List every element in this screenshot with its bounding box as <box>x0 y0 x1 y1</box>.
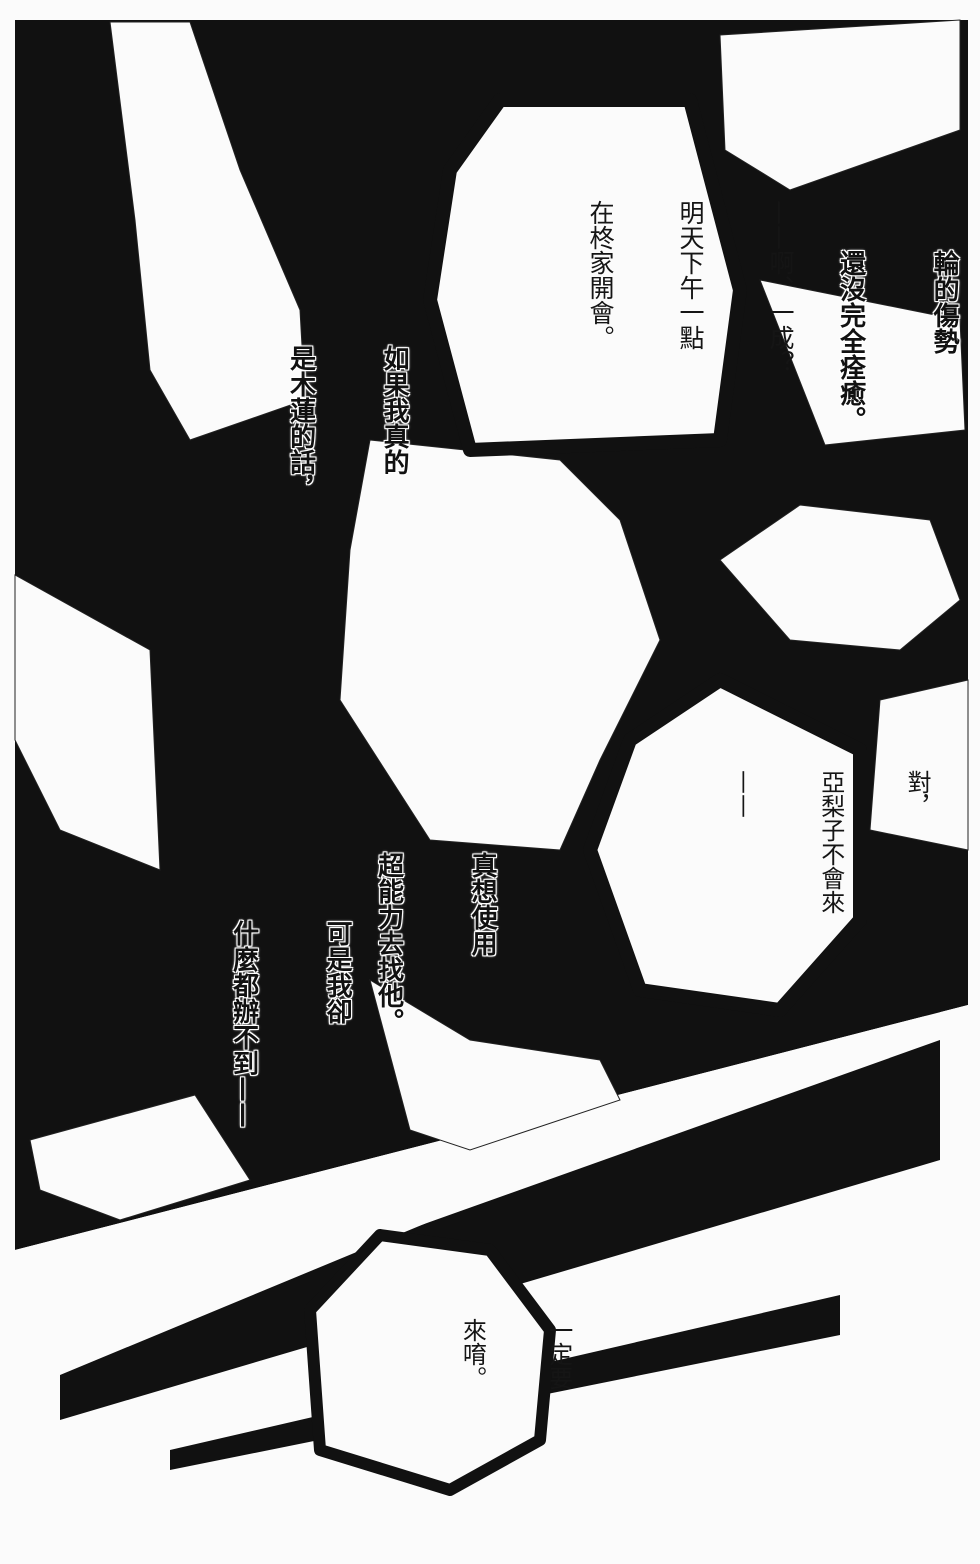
panel-right-lower <box>869 679 969 851</box>
speech-line: 亞梨子不會來 <box>816 770 845 914</box>
caption-mokuren: 如果我真的 是木蓮的話， <box>222 345 472 501</box>
speech-line: 來唷。 <box>458 1318 487 1390</box>
panel-boy-with-bat <box>339 439 661 851</box>
caption-line: 還沒完全痊癒。 <box>835 250 866 432</box>
speech-line: ——啊、一成？ <box>766 200 795 375</box>
speech-promise: 一定要 來唷。 <box>400 1318 630 1390</box>
caption-line: 超能力去找他。 <box>373 852 404 1034</box>
speech-phone: ——啊、一成？ 明天下午一點 在柊家開會。 <box>525 200 855 375</box>
speech-line: 在柊家開會。 <box>586 200 615 350</box>
speech-arisako: 對， 亞梨子不會來 —— <box>672 770 980 914</box>
speech-line: —— <box>730 770 759 818</box>
panel-right-arm <box>759 279 966 446</box>
panel-sneaker <box>369 978 621 1151</box>
caption-line: 是木蓮的話， <box>285 345 316 501</box>
panel-right-shirt <box>719 504 961 651</box>
caption-line: 如果我真的 <box>379 345 410 475</box>
caption-line: 什麼都辦不到—— <box>228 920 259 1128</box>
speech-bubble-middle <box>583 673 867 1017</box>
speech-line: 對， <box>903 770 932 818</box>
speech-bubble-bottom <box>304 1229 556 1496</box>
speech-line: 明天下午一點 <box>676 200 705 350</box>
caption-line: 輪的傷勢 <box>929 250 960 354</box>
caption-line: 真想使用 <box>467 852 498 956</box>
white-diagonal-band <box>15 1005 968 1370</box>
speech-line: 一定要 <box>544 1318 573 1390</box>
panel-left-shoe <box>14 574 161 871</box>
caption-cannot: 可是我卻 什麼都辦不到—— <box>165 920 415 1128</box>
panel-top-right-hand <box>719 19 961 191</box>
caption-wish: 真想使用 超能力去找他。 <box>310 852 560 1034</box>
panel-left-hand <box>29 1094 251 1221</box>
caption-injury: 輪的傷勢 還沒完全痊癒。 <box>772 250 980 432</box>
caption-line: 可是我卻 <box>322 920 353 1024</box>
panel-top-left-figure <box>109 21 306 441</box>
speech-bubble-top <box>423 93 747 457</box>
